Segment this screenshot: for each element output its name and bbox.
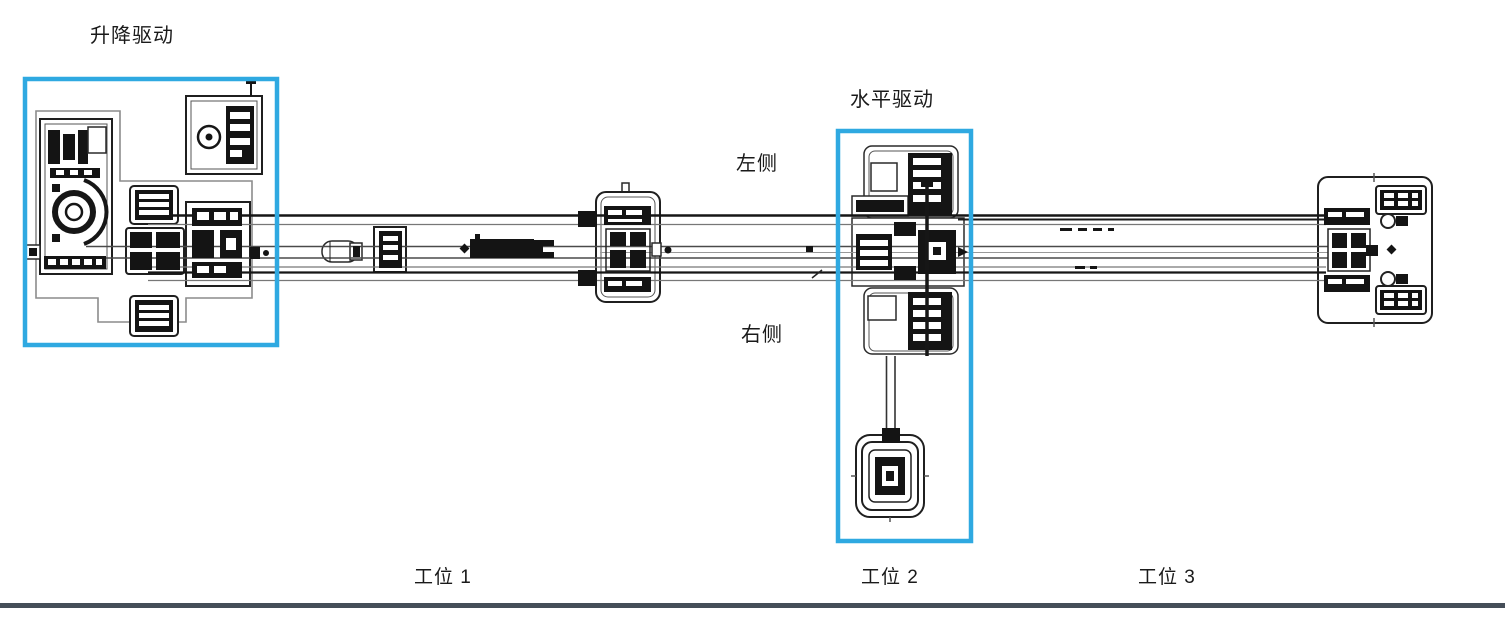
cylinder-fork xyxy=(534,240,554,258)
lift-drive-assembly xyxy=(25,78,269,332)
right-end-station-assembly xyxy=(1324,185,1427,315)
horizontal-drive-highlight-box xyxy=(835,128,974,544)
station-2-label: 工位 2 xyxy=(861,567,919,588)
station-1-label: 工位 1 xyxy=(414,567,472,588)
cylinder-body xyxy=(470,239,534,258)
left-side-label: 左侧 xyxy=(736,153,778,175)
lift-drive-outer-contour xyxy=(35,110,253,323)
lift-drive-highlight-box xyxy=(22,76,280,348)
middle-station-assembly xyxy=(578,206,672,292)
station-3-label: 工位 3 xyxy=(1138,567,1196,588)
right-side-label: 右侧 xyxy=(741,324,783,346)
lift-drive-label: 升降驱动 xyxy=(90,25,174,47)
conveyor-rails xyxy=(86,214,1332,282)
cylinder-assembly xyxy=(329,231,554,268)
horizontal-drive-assembly xyxy=(856,153,968,495)
bottom-rule xyxy=(0,603,1505,608)
horizontal-drive-label: 水平驱动 xyxy=(850,89,934,111)
